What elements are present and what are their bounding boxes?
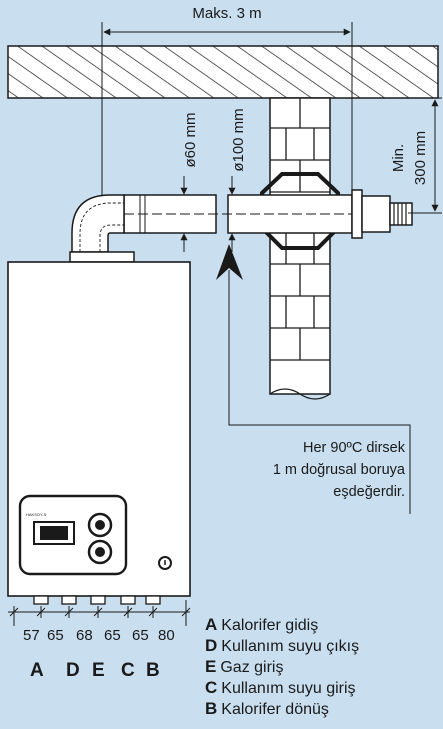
note-line-2: 1 m doğrusal boruya [273, 462, 406, 478]
spacing-5: 65 [132, 627, 149, 644]
note-line-1: Her 90ºC dirsek [303, 440, 406, 456]
spacing-6: 80 [158, 627, 175, 644]
note-line-3: eşdeğerdir. [333, 484, 405, 500]
spacing-1: 57 [23, 627, 40, 644]
connection-letter-b: B [146, 660, 160, 681]
outer-diameter-label: ø100 mm [230, 108, 247, 171]
boiler-brand: HAKSOY-S [26, 512, 47, 517]
note-pointer [216, 244, 411, 514]
spacing-dimension-line [8, 600, 191, 626]
horizontal-flue-pipe [123, 194, 395, 234]
connection-letter-d: D [66, 660, 80, 681]
boiler: HAKSOY-S [7, 261, 191, 597]
max-length-dimension [101, 22, 353, 196]
spacing-2: 65 [47, 627, 64, 644]
connection-stubs [33, 595, 161, 605]
min-label: Min. [390, 144, 407, 172]
elbow-90 [69, 194, 135, 263]
min-height-dimension [378, 97, 442, 214]
ceiling-slab [7, 45, 439, 99]
connection-letter-a: A [30, 660, 44, 681]
inner-diameter-label: ø60 mm [182, 112, 199, 167]
max-length-label: Maks. 3 m [192, 5, 261, 22]
connection-letter-e: E [92, 660, 105, 681]
flue-terminal [351, 189, 413, 239]
min-value: 300 mm [412, 131, 429, 185]
spacing-4: 65 [104, 627, 121, 644]
spacing-3: 68 [76, 627, 93, 644]
connection-letter-c: C [121, 660, 135, 681]
